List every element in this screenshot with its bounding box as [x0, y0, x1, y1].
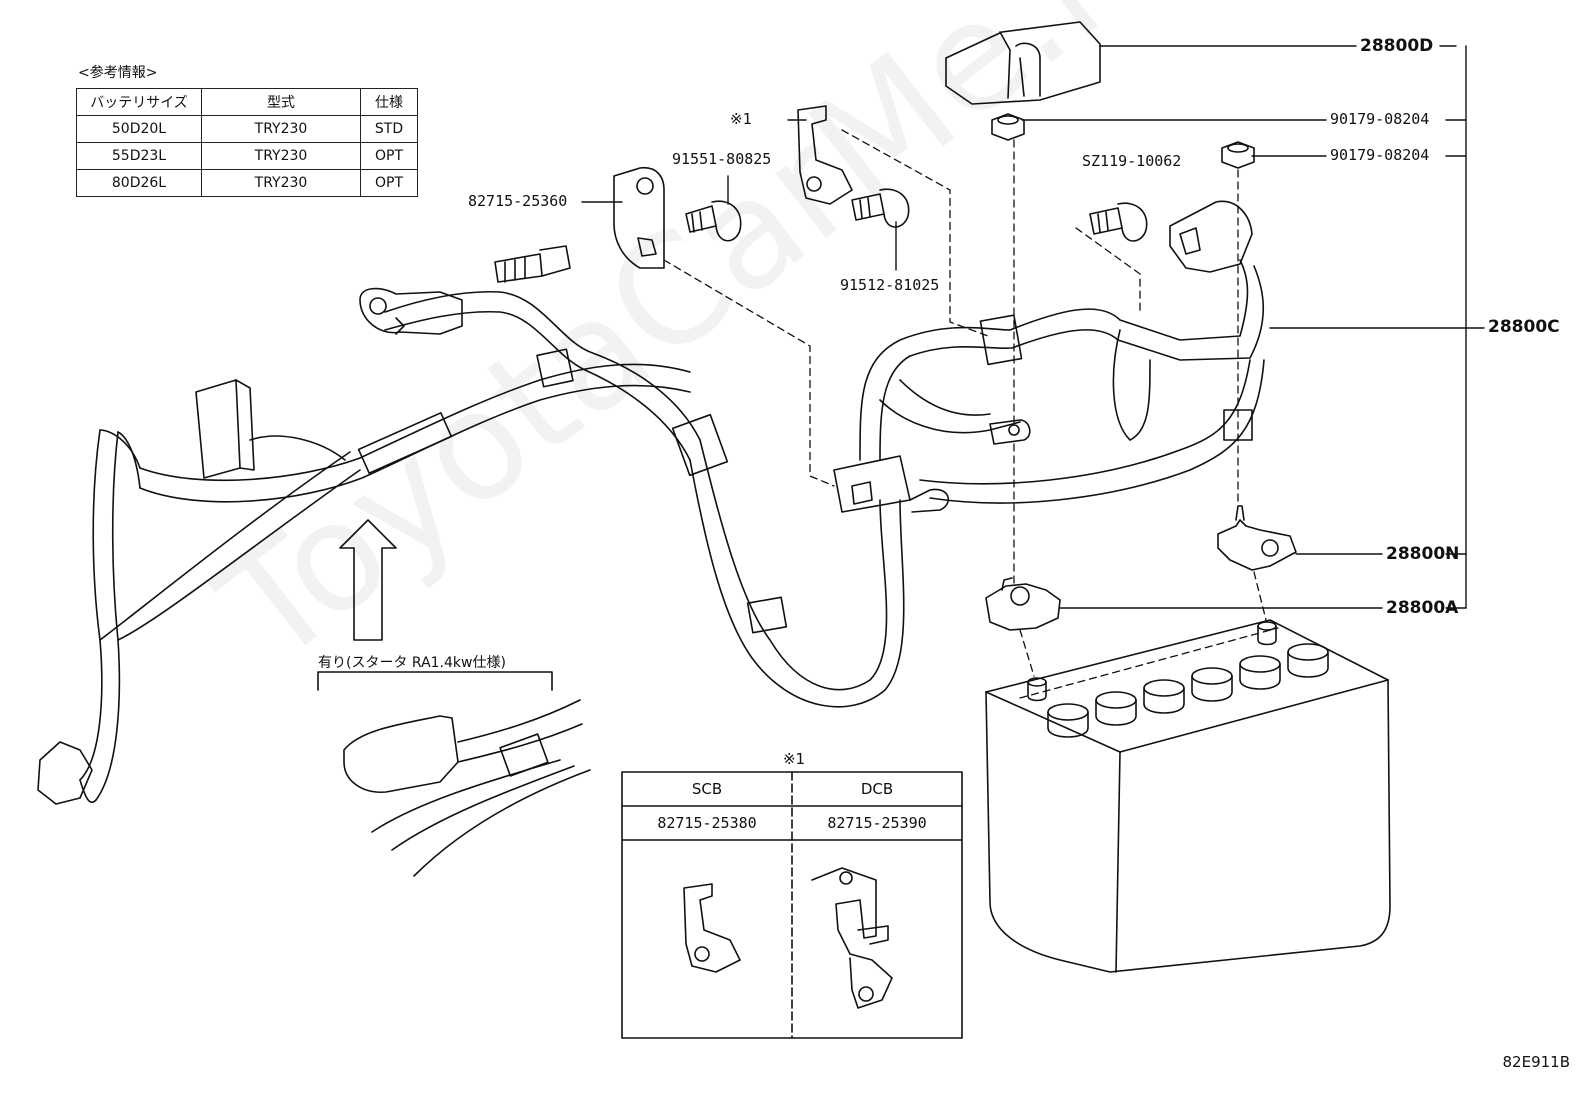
- assembly-lines: [663, 129, 1279, 699]
- cell-size: 80D26L: [76, 169, 202, 197]
- part-91512-81025[interactable]: 91512-81025: [840, 276, 940, 294]
- nut-90179-a: [991, 113, 1025, 141]
- terminal-clamp-28800A: [985, 577, 1061, 631]
- cell-model: TRY230: [201, 115, 361, 143]
- battery: [985, 619, 1391, 973]
- reference-header-row: バッテリサイズ 型式 仕様: [76, 88, 418, 116]
- terminal-cover-28800D: [945, 21, 1101, 105]
- main-cable: [139, 290, 905, 708]
- table-row: 50D20L TRY230 STD: [76, 115, 418, 143]
- up-arrow: [339, 519, 397, 641]
- part-90179-08204-b[interactable]: 90179-08204: [1330, 146, 1430, 164]
- header-spec: 仕様: [360, 88, 418, 116]
- part-28800N[interactable]: 28800N: [1386, 544, 1460, 564]
- cell-spec: STD: [360, 115, 418, 143]
- bracket-82715-25360: [613, 166, 665, 269]
- table-row: 80D26L TRY230 OPT: [76, 169, 418, 197]
- part-sz119-10062[interactable]: SZ119-10062: [1082, 152, 1182, 170]
- starter-option-sketch: [317, 671, 591, 877]
- terminal-clamp-28800N: [1217, 505, 1297, 571]
- inset-box: [621, 771, 963, 1039]
- mark-1-label: ※1: [730, 110, 752, 128]
- part-91551-80825[interactable]: 91551-80825: [672, 150, 772, 168]
- center-clamp: [833, 455, 950, 513]
- positive-cable: [859, 259, 1265, 504]
- part-28800A[interactable]: 28800A: [1386, 598, 1459, 618]
- positive-terminal-cover: [1169, 200, 1253, 273]
- inset-col-scb: SCB: [691, 780, 723, 798]
- bolt-sz119-10062: [1089, 202, 1148, 242]
- part-28800C[interactable]: 28800C: [1488, 317, 1560, 337]
- inset-part-dcb[interactable]: 82715-25390: [827, 814, 927, 832]
- part-82715-25360[interactable]: 82715-25360: [468, 192, 568, 210]
- part-90179-08204-a[interactable]: 90179-08204: [1330, 110, 1430, 128]
- starter-option-note: 有り(スタータ RA1.4kw仕様): [318, 655, 506, 671]
- ring-terminal-left: [359, 287, 463, 335]
- reference-table: バッテリサイズ 型式 仕様 50D20L TRY230 STD 55D23L T…: [76, 88, 418, 197]
- inset-part-scb[interactable]: 82715-25380: [657, 814, 757, 832]
- cell-model: TRY230: [201, 142, 361, 170]
- inset-col-dcb: DCB: [860, 780, 894, 798]
- bolt-91551-80825: [685, 200, 742, 242]
- table-row: 55D23L TRY230 OPT: [76, 142, 418, 170]
- reference-caption: <参考情報>: [78, 65, 158, 81]
- cell-spec: OPT: [360, 169, 418, 197]
- ring-lug-center: [989, 419, 1031, 445]
- bolt-91512-81025: [851, 188, 910, 228]
- leader-lines: [581, 45, 1485, 609]
- cell-size: 50D20L: [76, 115, 202, 143]
- header-model: 型式: [201, 88, 361, 116]
- bracket-mark1: [797, 105, 853, 205]
- inset-mark: ※1: [782, 750, 806, 768]
- bottom-left-terminal: [37, 741, 97, 805]
- nut-90179-b: [1221, 141, 1255, 169]
- cell-model: TRY230: [201, 169, 361, 197]
- cell-size: 55D23L: [76, 142, 202, 170]
- diagram-code: 82E911B: [1502, 1053, 1571, 1071]
- cell-spec: OPT: [360, 142, 418, 170]
- ground-cable: [79, 429, 361, 801]
- starter-connector: [195, 379, 346, 479]
- header-battery-size: バッテリサイズ: [76, 88, 202, 116]
- bolt-left: [494, 245, 571, 283]
- part-28800D[interactable]: 28800D: [1360, 36, 1434, 56]
